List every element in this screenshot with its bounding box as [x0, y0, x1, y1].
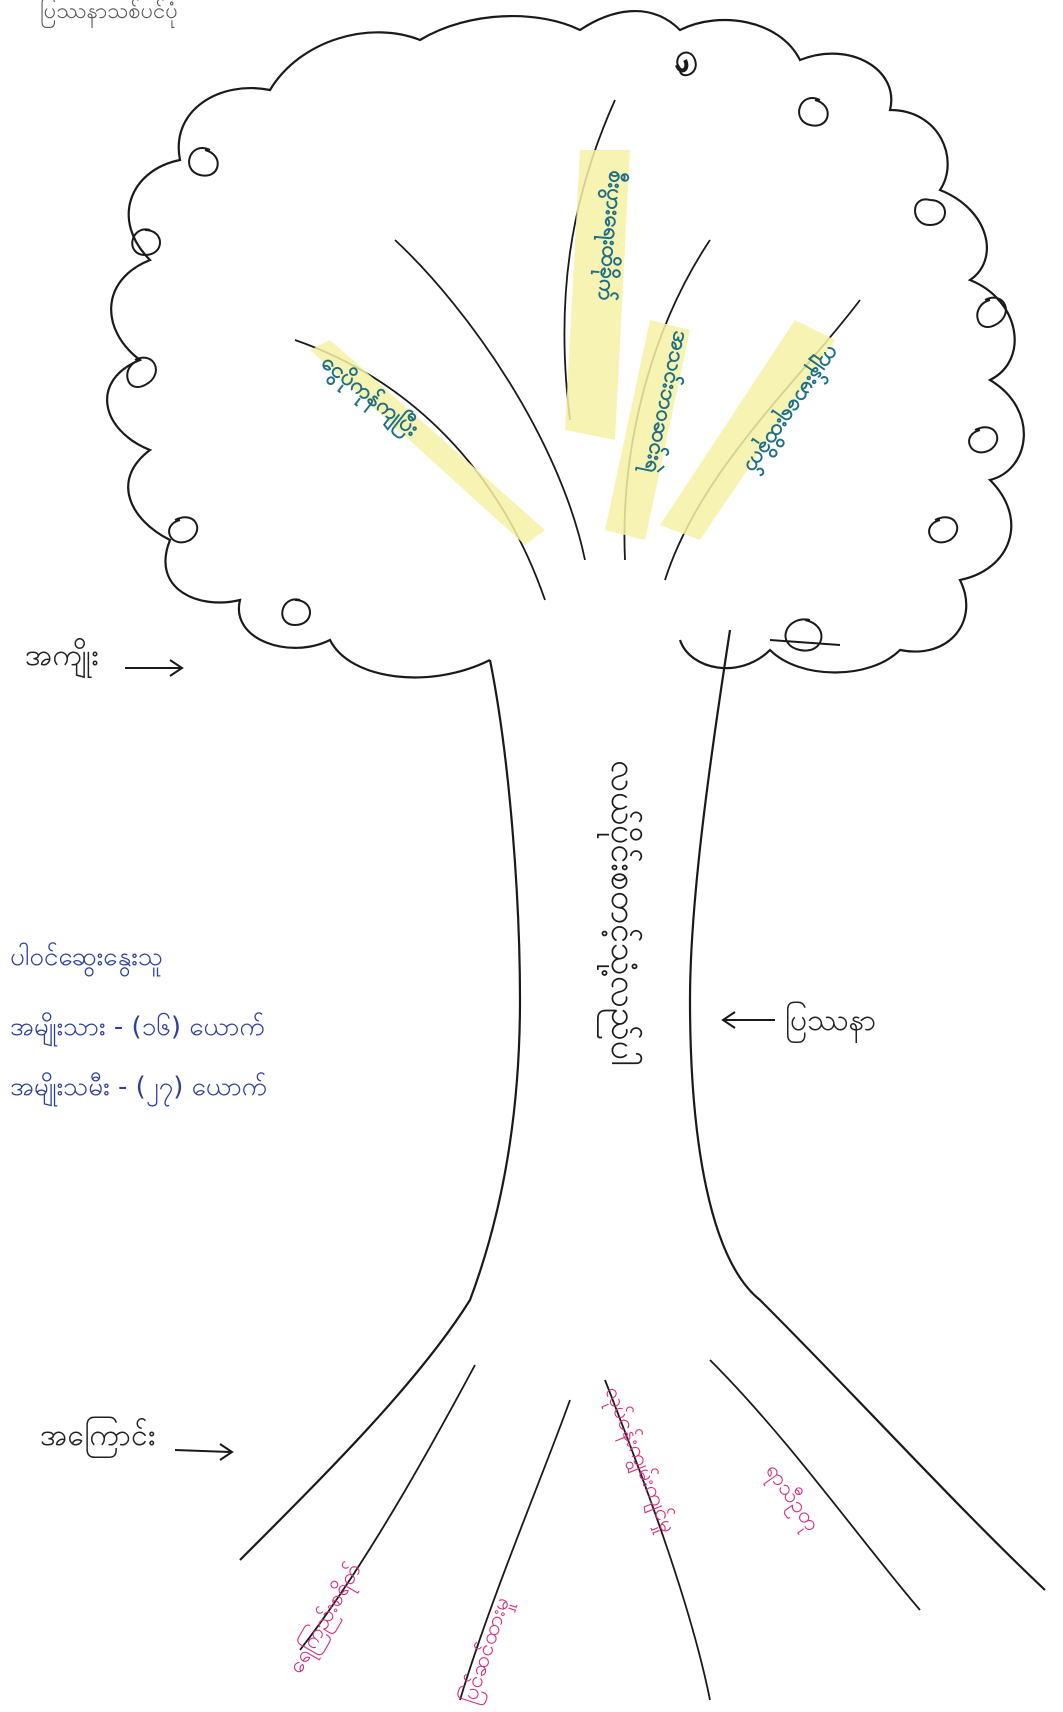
canopy-label: အကျိုး — [25, 638, 99, 679]
cause-label-2: ပြင်ဆင်ထားမှု — [455, 1594, 519, 1709]
cause-label-3: လုပ်ငန်းကျွမ်းကျင်မှု — [595, 1383, 682, 1539]
cause-label-4: ရာသီဥတု — [757, 1459, 825, 1539]
roots-label: အကြောင်း — [40, 1416, 155, 1459]
trunk-left-edge — [240, 660, 520, 1560]
effect-label-1: ငွေပိုကုန်ကျပြီး — [313, 348, 425, 446]
trunk-problem-text: လယ်ပိုင်းစတင့်သုံ့လည်ပါ — [597, 760, 643, 1066]
highlight-strokes — [310, 150, 835, 545]
trunk-arrow-icon — [723, 1012, 775, 1028]
notes-title: ပါဝင်ဆွေးနွေးသူ — [10, 941, 163, 977]
cause-label-1: ရေကြည်းစရိတ် — [282, 1558, 370, 1680]
tree-canopy-outline — [107, 11, 1024, 677]
trunk-side-label: ပြဿနာ — [785, 1001, 876, 1044]
notes-male-count: အမျိုးသား - (၁၆) ယောက် — [10, 1010, 265, 1047]
notes-female-count: အမျိုးသမီး - (၂၇) ယောက် — [10, 1071, 268, 1107]
canopy-arrow-icon — [125, 660, 182, 676]
trunk-right-edge — [690, 630, 1045, 1590]
canopy-curls — [127, 53, 1006, 651]
roots-arrow-icon — [175, 1444, 232, 1460]
header-text: ပြဿနာသစ်ပင်ပုံ — [40, 0, 178, 28]
